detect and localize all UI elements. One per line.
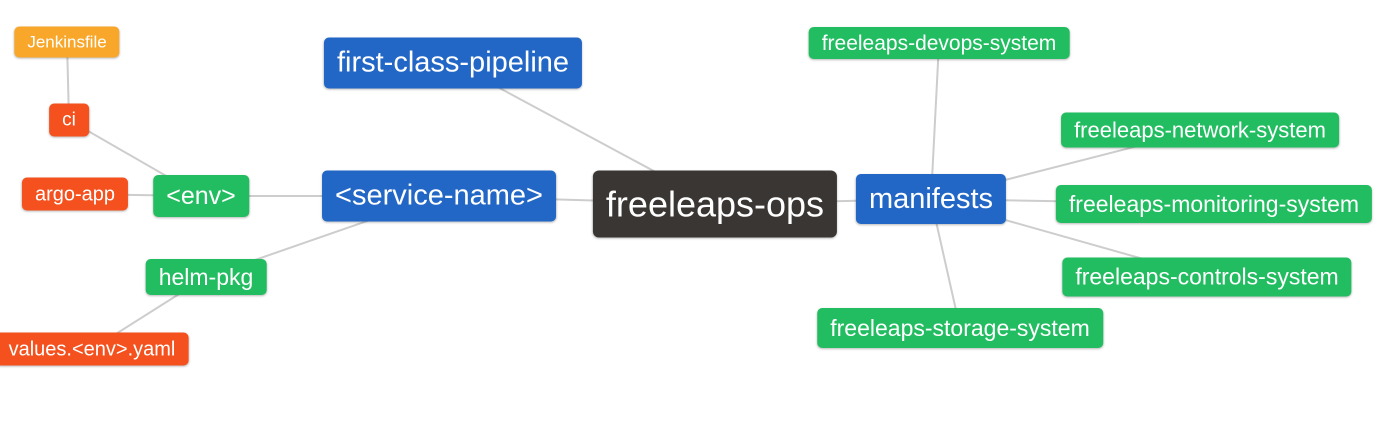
node-helm-pkg[interactable]: helm-pkg xyxy=(145,259,267,295)
node-freeleaps-storage-system[interactable]: freeleaps-storage-system xyxy=(817,308,1103,348)
node-freeleaps-ops[interactable]: freeleaps-ops xyxy=(592,170,838,238)
node-ci[interactable]: ci xyxy=(49,103,89,137)
node-freeleaps-monitoring-system[interactable]: freeleaps-monitoring-system xyxy=(1055,185,1373,223)
node-freeleaps-network-system[interactable]: freeleaps-network-system xyxy=(1061,112,1339,148)
node-service-name[interactable]: <service-name> xyxy=(322,170,556,222)
node-freeleaps-controls-system[interactable]: freeleaps-controls-system xyxy=(1062,257,1352,297)
node-argo-app[interactable]: argo-app xyxy=(21,177,129,211)
node-first-class-pipeline[interactable]: first-class-pipeline xyxy=(323,37,583,89)
node-freeleaps-devops-system[interactable]: freeleaps-devops-system xyxy=(808,27,1070,59)
node-env[interactable]: <env> xyxy=(153,175,249,217)
node-manifests[interactable]: manifests xyxy=(855,174,1007,224)
node-jenkinsfile[interactable]: Jenkinsfile xyxy=(14,26,120,58)
node-values-env-yaml[interactable]: values.<env>.yaml xyxy=(0,332,189,366)
edge-manifests-freeleaps-devops-system xyxy=(930,42,940,200)
